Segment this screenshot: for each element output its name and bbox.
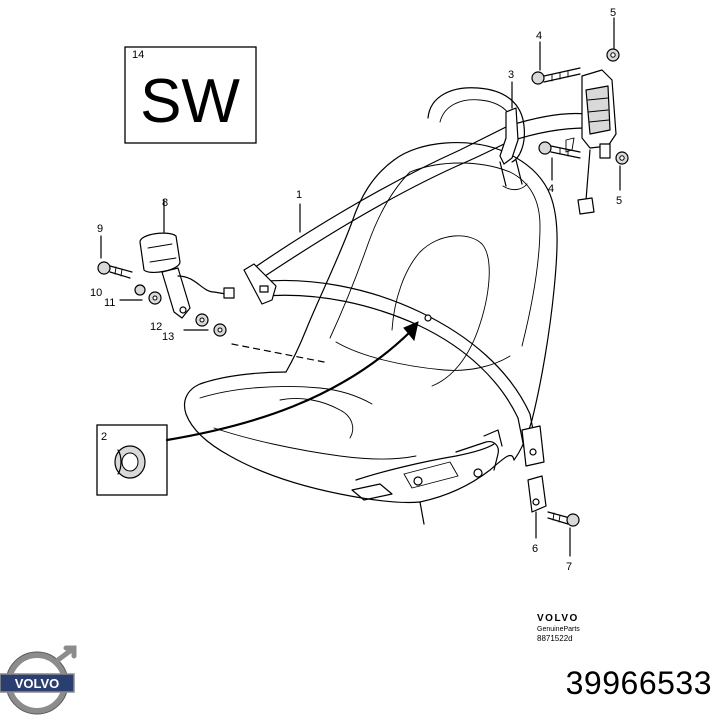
seat-outline	[183, 87, 558, 525]
callout-8: 8	[162, 197, 168, 209]
brand-block: VOLVO GenuineParts 8871522d	[537, 614, 580, 643]
callout-5b: 5	[616, 195, 622, 207]
callout-13: 13	[162, 331, 174, 343]
sw-box: 14 SW	[124, 46, 257, 144]
callout-1: 1	[296, 189, 302, 201]
part-number: 39966533	[565, 665, 712, 701]
belt-guide: 3	[499, 69, 519, 165]
callout-9: 9	[97, 223, 103, 235]
callout-4a: 4	[536, 30, 542, 42]
detail-box: 2	[96, 314, 432, 496]
sw-label: SW	[140, 67, 240, 136]
callout-7: 7	[566, 561, 572, 573]
callout-6: 6	[532, 543, 538, 555]
brand-subtitle: GenuineParts	[537, 626, 580, 633]
brand-name: VOLVO	[537, 613, 579, 624]
callout-12: 12	[150, 321, 162, 333]
callout-11: 11	[104, 297, 115, 309]
volvo-logo-text: VOLVO	[15, 676, 60, 691]
callout-5a: 5	[610, 7, 616, 19]
callout-10: 10	[90, 287, 102, 299]
lower-anchor-fasteners: 6 7	[527, 475, 580, 573]
callout-14: 14	[132, 49, 144, 61]
callout-2: 2	[101, 431, 107, 443]
upper-fasteners: 4 5 4 5	[531, 7, 629, 207]
callout-4b: 4	[548, 183, 554, 195]
buckle-assembly: 8	[139, 197, 235, 319]
callout-1-group: 1	[296, 189, 302, 233]
left-fasteners: 9 10 11 12 13	[90, 223, 227, 343]
belt-webbing	[243, 112, 587, 467]
brand-code: 8871522d	[537, 634, 573, 643]
callout-3: 3	[508, 69, 514, 81]
volvo-logo: VOLVO	[0, 645, 77, 715]
retractor	[565, 69, 617, 215]
